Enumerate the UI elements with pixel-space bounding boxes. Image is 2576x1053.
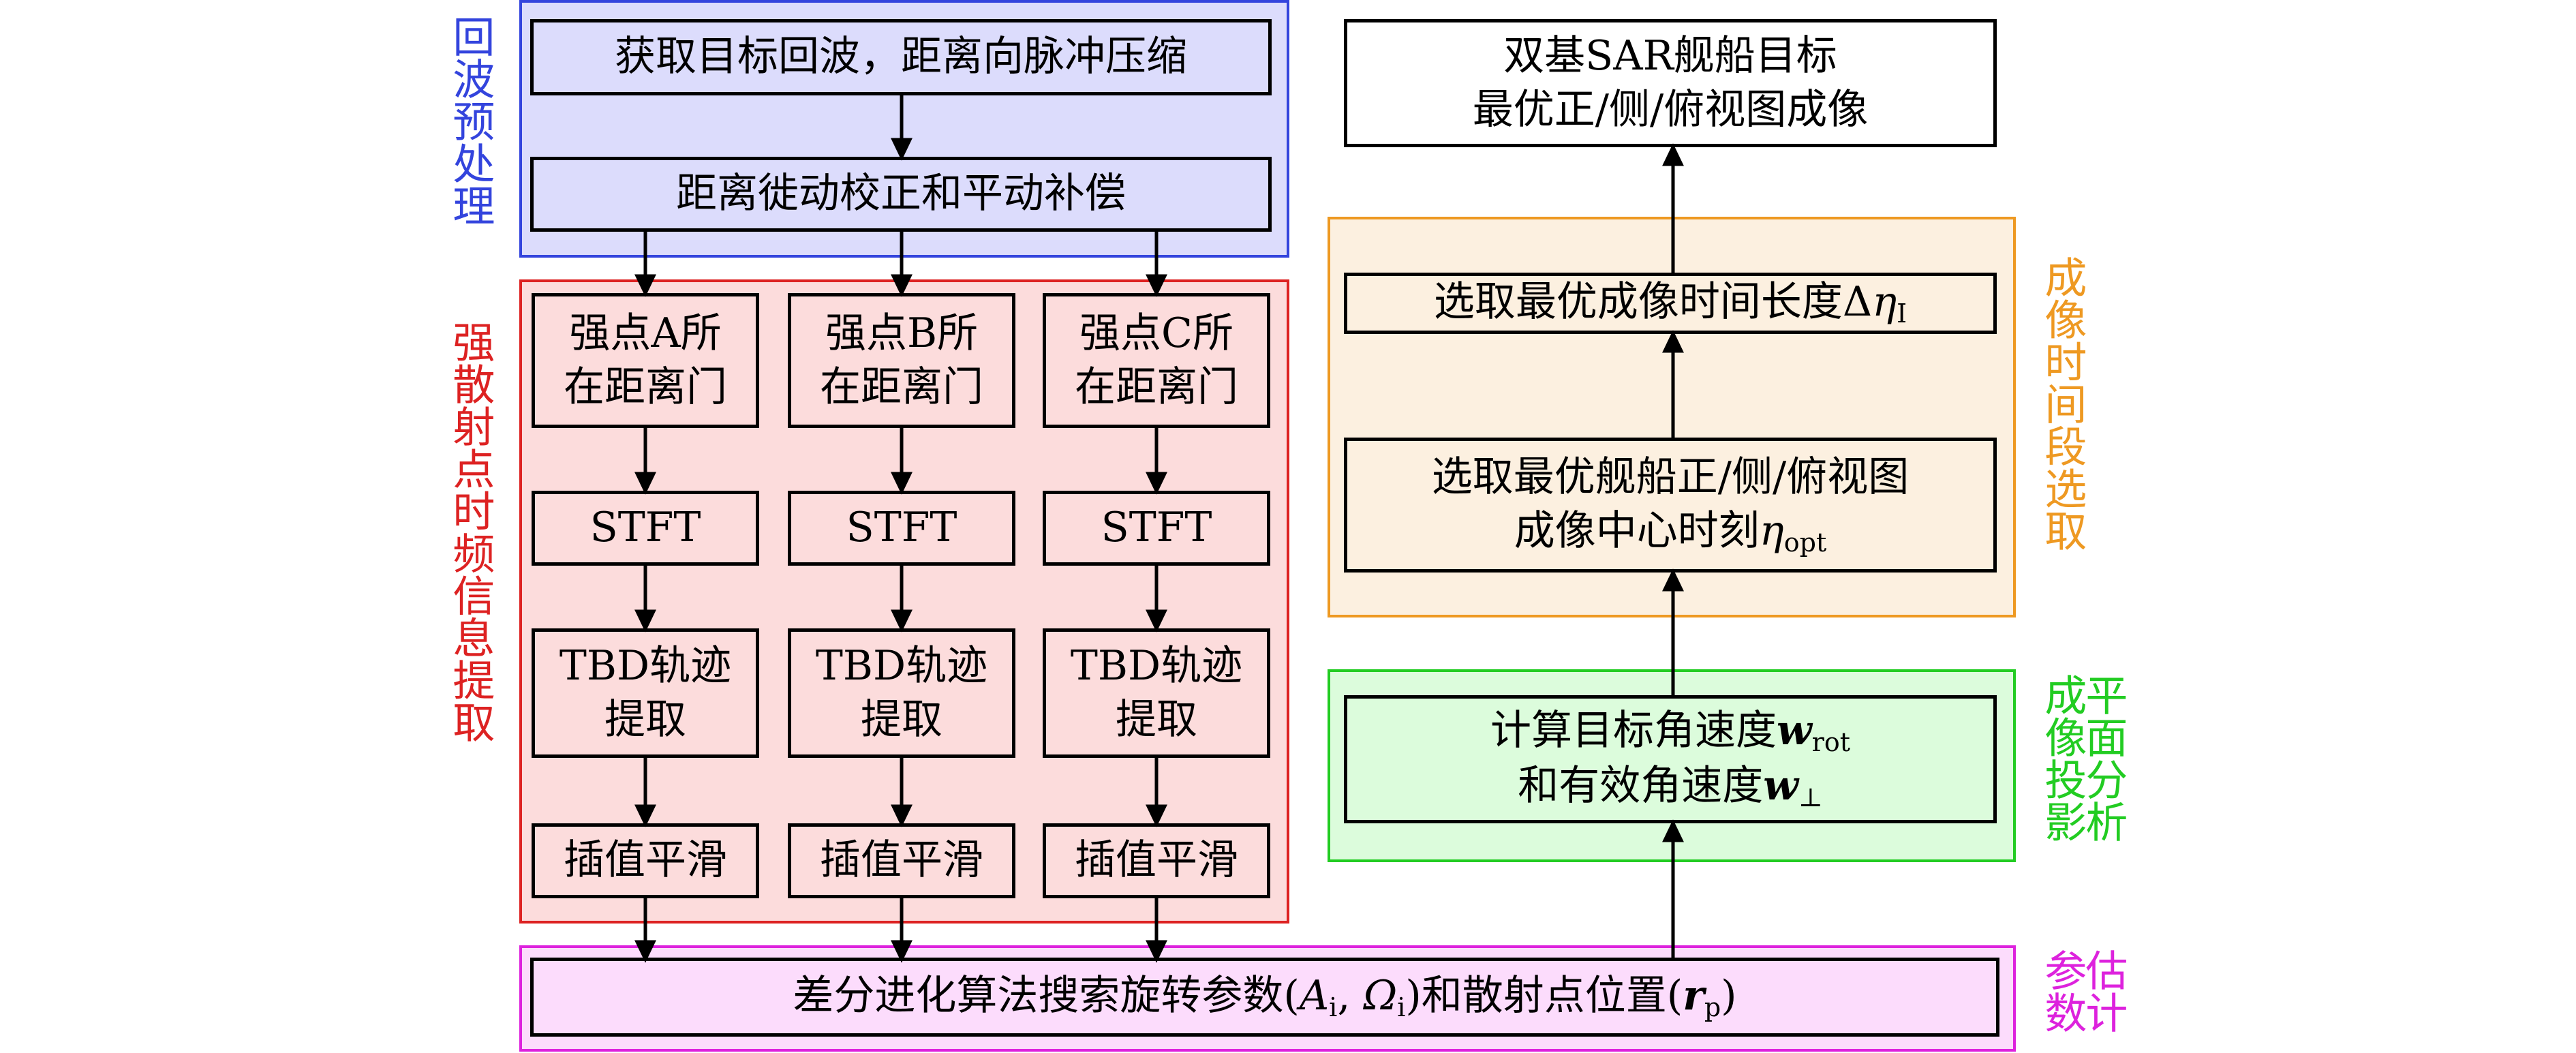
result-line2: 最优正/侧/俯视图成像 bbox=[1472, 86, 1869, 134]
imaging-center-box: 选取最优舰船正/侧/俯视图 成像中心时刻ηopt bbox=[1344, 438, 1997, 573]
estimate-label-col1: 参数 bbox=[2037, 949, 2087, 1033]
tbd-a-line2: 提取 bbox=[604, 696, 686, 744]
range-gate-c-box: 强点C所 在距离门 bbox=[1043, 293, 1270, 428]
smooth-b-text: 插值平滑 bbox=[820, 836, 983, 885]
range-gate-c-line2: 在距离门 bbox=[1075, 363, 1238, 411]
imaging-center-line1: 选取最优舰船正/侧/俯视图 bbox=[1431, 453, 1910, 501]
tbd-c-box: TBD轨迹 提取 bbox=[1043, 628, 1270, 758]
result-line1: 双基SAR舰船目标 bbox=[1503, 31, 1837, 80]
de-search-text: 差分进化算法搜索旋转参数(Ai, Ωi)和散射点位置(rp) bbox=[793, 972, 1737, 1023]
tbd-c-line1: TBD轨迹 bbox=[1070, 641, 1243, 690]
stft-b-text: STFT bbox=[846, 504, 957, 552]
stft-a-text: STFT bbox=[589, 504, 701, 552]
stft-a-box: STFT bbox=[532, 491, 759, 566]
estimate-label-col2: 估计 bbox=[2078, 949, 2128, 1033]
acquire-echo-text: 获取目标回波，距离向脉冲压缩 bbox=[615, 33, 1187, 81]
angular-velocity-line1: 计算目标角速度wrot bbox=[1490, 706, 1850, 757]
smooth-a-box: 插值平滑 bbox=[532, 823, 759, 898]
tbd-b-box: TBD轨迹 提取 bbox=[788, 628, 1015, 758]
preprocess-region bbox=[519, 0, 1289, 258]
preprocess-label: 回波预处理 bbox=[445, 15, 495, 226]
range-gate-b-line1: 强点B所 bbox=[825, 309, 979, 357]
de-search-box: 差分进化算法搜索旋转参数(Ai, Ωi)和散射点位置(rp) bbox=[530, 958, 1999, 1037]
range-gate-a-box: 强点A所 在距离门 bbox=[532, 293, 759, 428]
range-gate-c-line1: 强点C所 bbox=[1079, 309, 1233, 357]
imaging-duration-box: 选取最优成像时间长度ΔηI bbox=[1344, 273, 1997, 334]
smooth-b-box: 插值平滑 bbox=[788, 823, 1015, 898]
range-gate-b-line2: 在距离门 bbox=[820, 363, 983, 411]
angular-velocity-line2: 和有效角速度w⊥ bbox=[1518, 762, 1823, 812]
smooth-a-text: 插值平滑 bbox=[564, 836, 727, 885]
tbd-a-box: TBD轨迹 提取 bbox=[532, 628, 759, 758]
smooth-c-text: 插值平滑 bbox=[1075, 836, 1238, 885]
imaging-center-line2: 成像中心时刻ηopt bbox=[1514, 507, 1827, 558]
stft-c-box: STFT bbox=[1043, 491, 1270, 566]
tbd-c-line2: 提取 bbox=[1116, 696, 1197, 744]
tbd-b-line2: 提取 bbox=[861, 696, 942, 744]
stft-c-text: STFT bbox=[1101, 504, 1212, 552]
tbd-b-line1: TBD轨迹 bbox=[815, 641, 988, 690]
timeselect-label: 成像时间段选取 bbox=[2037, 256, 2087, 551]
migration-correction-box: 距离徙动校正和平动补偿 bbox=[530, 157, 1272, 232]
tbd-a-line1: TBD轨迹 bbox=[559, 641, 732, 690]
projection-label-col1: 成像投影 bbox=[2037, 673, 2087, 842]
imaging-duration-text: 选取最优成像时间长度ΔηI bbox=[1433, 278, 1907, 329]
range-gate-a-line1: 强点A所 bbox=[569, 309, 722, 357]
projection-label-col2: 平面分析 bbox=[2078, 673, 2128, 842]
angular-velocity-box: 计算目标角速度wrot 和有效角速度w⊥ bbox=[1344, 695, 1997, 823]
extract-label: 强散射点时频信息提取 bbox=[445, 320, 495, 743]
range-gate-b-box: 强点B所 在距离门 bbox=[788, 293, 1015, 428]
result-box: 双基SAR舰船目标 最优正/侧/俯视图成像 bbox=[1344, 19, 1997, 147]
migration-correction-text: 距离徙动校正和平动补偿 bbox=[676, 170, 1126, 218]
range-gate-a-line2: 在距离门 bbox=[564, 363, 727, 411]
smooth-c-box: 插值平滑 bbox=[1043, 823, 1270, 898]
acquire-echo-box: 获取目标回波，距离向脉冲压缩 bbox=[530, 19, 1272, 95]
stft-b-box: STFT bbox=[788, 491, 1015, 566]
